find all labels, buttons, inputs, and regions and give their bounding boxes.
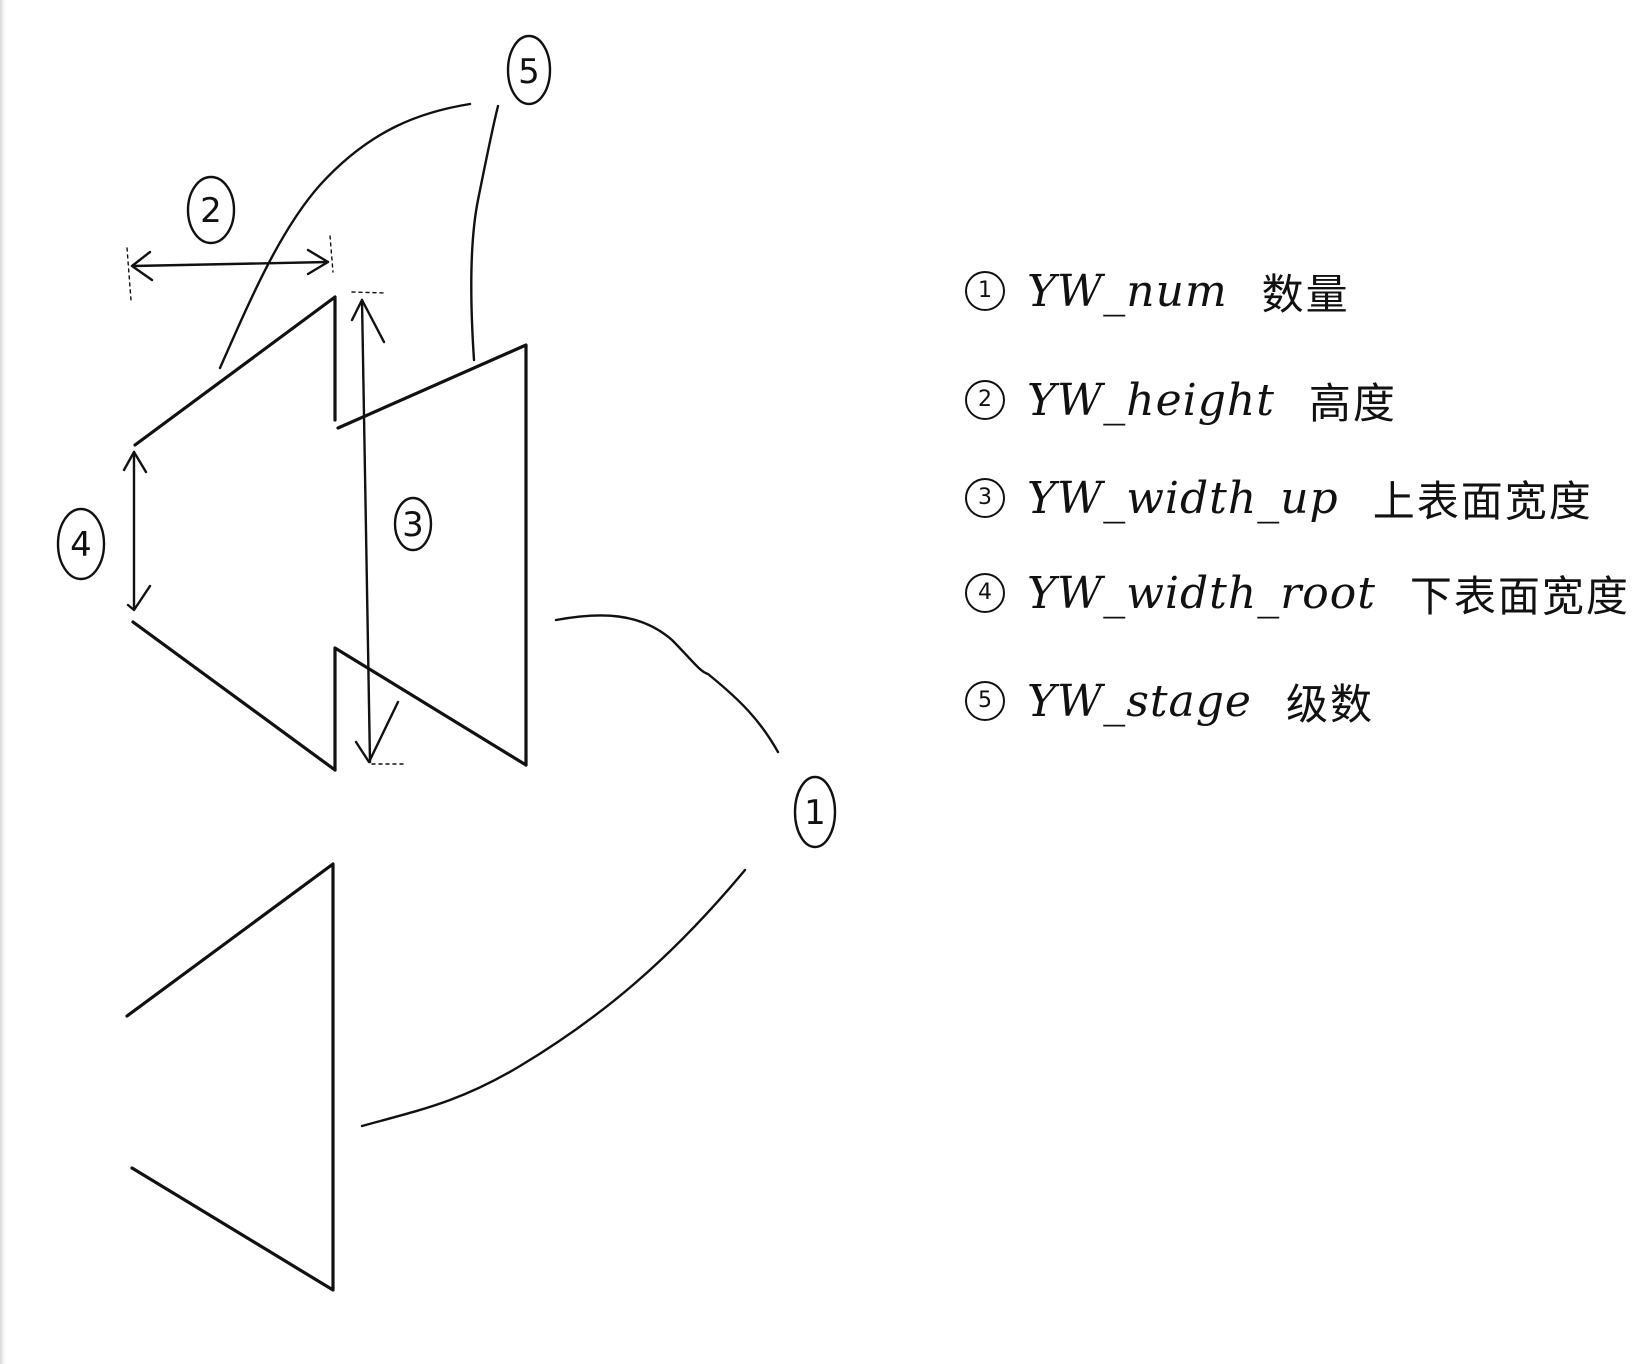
blade-upper-right-bottom-edge [333,646,528,772]
legend-description: 级数 [1285,679,1374,729]
blade-upper-right [333,343,528,772]
page-edge-shadow [0,0,6,1364]
legend-badge: 3 [965,478,1005,518]
legend-variable: YW_width_root [1027,567,1376,619]
dimension-height-arrow [126,235,334,301]
blade-upper-right-top-edge [336,343,528,767]
dimension-4-arrowhead-top [122,450,148,474]
dimension-2-arrowhead-left [130,250,154,282]
dimension-3-arrowhead-bottom [354,700,400,764]
callout-1: 1 [793,775,837,849]
callout-2: 2 [186,175,236,245]
callout-5-number: 5 [518,52,540,92]
legend-description: 数量 [1261,269,1350,319]
callout-2-number: 2 [200,191,222,231]
legend-badge: 1 [965,271,1005,311]
callout-4-number: 4 [70,525,92,565]
legend-badge: 4 [965,573,1005,613]
blade-lower [125,862,335,1292]
legend-variable: YW_stage [1027,675,1252,727]
callout-3: 3 [393,496,433,552]
callout-3-circle [393,496,433,552]
callout-4-circle [56,507,106,581]
blade-upper-left-top-edge [133,295,337,447]
callout-5: 5 [506,34,552,106]
callout-2-circle [186,175,236,245]
callout-5-leaders [218,102,500,370]
blade-upper-left-bottom-edge [131,620,337,772]
callout-1-leader-upper [554,614,780,754]
dimension-width-up-arrow [350,291,406,765]
legend-variable: YW_width_up [1027,472,1339,524]
dimension-2-extension-left [126,247,132,301]
callout-3-number: 3 [402,505,424,545]
callout-5-leader-right [470,104,500,362]
dimension-2-line [131,260,330,268]
legend-item-num: 1 YW_num 数量 [965,258,1350,324]
legend-description: 高度 [1308,378,1397,428]
callout-4: 4 [56,507,106,581]
dimension-2-arrowhead-right [306,248,330,276]
legend-badge: 2 [965,380,1005,420]
legend-item-width-root: 4 YW_width_root 下表面宽度 [965,560,1630,626]
legend-item-height: 2 YW_height 高度 [965,367,1397,433]
legend-badge: 5 [965,681,1005,721]
callout-1-circle [793,775,837,849]
legend-description: 下表面宽度 [1409,571,1630,621]
legend-item-width-up: 3 YW_width_up 上表面宽度 [965,465,1593,531]
dimension-4-arrowhead-bottom [126,584,152,612]
callout-5-circle [506,34,552,106]
dimension-2-extension-right [329,235,334,273]
dimension-3-line [360,298,372,764]
dimension-3-extension-top [351,291,387,294]
legend-variable: YW_height [1027,374,1275,426]
blade-upper-left [131,295,337,772]
blade-lower-outline [125,862,335,1292]
callout-1-leaders [360,614,780,1128]
callout-1-number: 1 [804,793,826,833]
legend-description: 上表面宽度 [1372,476,1593,526]
legend-item-stage: 5 YW_stage 级数 [965,668,1374,734]
dimension-3-arrowhead-top [350,298,386,344]
callout-5-leader-left [218,102,472,370]
legend-variable: YW_num [1027,265,1228,317]
dimension-width-root-arrow [122,450,152,612]
callout-1-leader-lower [360,868,747,1128]
